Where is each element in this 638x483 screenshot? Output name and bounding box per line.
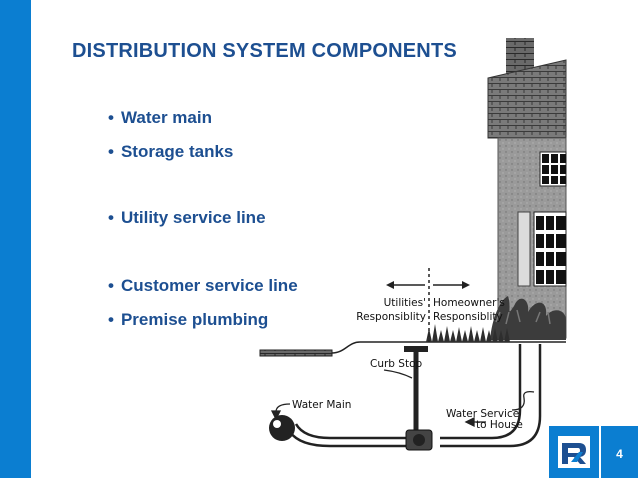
water-main-label: Water Main: [292, 399, 351, 411]
arrow-right-icon: [462, 281, 470, 289]
water-service-label-line1: Water Service: [446, 408, 519, 420]
service-pipes: [288, 344, 542, 448]
utilities-label-line2: Responsiblity: [356, 311, 426, 323]
house-graphic: [487, 38, 567, 340]
callout-lines: [270, 369, 535, 428]
page-number: 4: [616, 447, 623, 461]
bullet-text: Storage tanks: [120, 142, 234, 161]
bullet-text: Water main: [120, 108, 212, 127]
bullet-item: •Water main: [108, 108, 212, 127]
bullet-item: •Premise plumbing: [108, 310, 269, 329]
property-line: [386, 268, 470, 342]
arrow-left-icon: [386, 281, 394, 289]
bullet-item: •Storage tanks: [108, 142, 234, 161]
water-main-pipe: [269, 415, 295, 441]
footer-logo: [549, 426, 599, 478]
ground-surface: [259, 324, 566, 357]
homeowner-label-line2: Responsiblity: [433, 311, 503, 323]
curb-stop-valve: [404, 346, 433, 451]
bullet-item: •Utility service line: [108, 208, 266, 227]
bullet-text: Customer service line: [120, 276, 298, 295]
house-window-upper: [539, 151, 567, 187]
shrubs: [490, 296, 566, 340]
homeowner-label-line1: Homeowner's: [433, 297, 505, 309]
slide-title: DISTRIBUTION SYSTEM COMPONENTS: [72, 40, 457, 62]
water-service-diagram: Utilities' Responsiblity Homeowner's Res…: [259, 38, 567, 451]
utilities-label-line1: Utilities': [384, 297, 426, 309]
footer-page-box: [601, 426, 638, 478]
house-roof: [487, 59, 567, 139]
bullet-text: Premise plumbing: [120, 310, 269, 329]
company-logo-icon: [558, 436, 590, 468]
street: [259, 349, 333, 357]
house-window-lower: [517, 211, 567, 287]
water-service-label-line2: to House: [476, 419, 523, 431]
curb-stop-label: Curb Stop: [370, 358, 423, 370]
left-accent-bar: [0, 0, 31, 478]
grass: [426, 324, 510, 342]
bullet-text: Utility service line: [120, 208, 266, 227]
bullet-item: •Customer service line: [108, 276, 298, 295]
